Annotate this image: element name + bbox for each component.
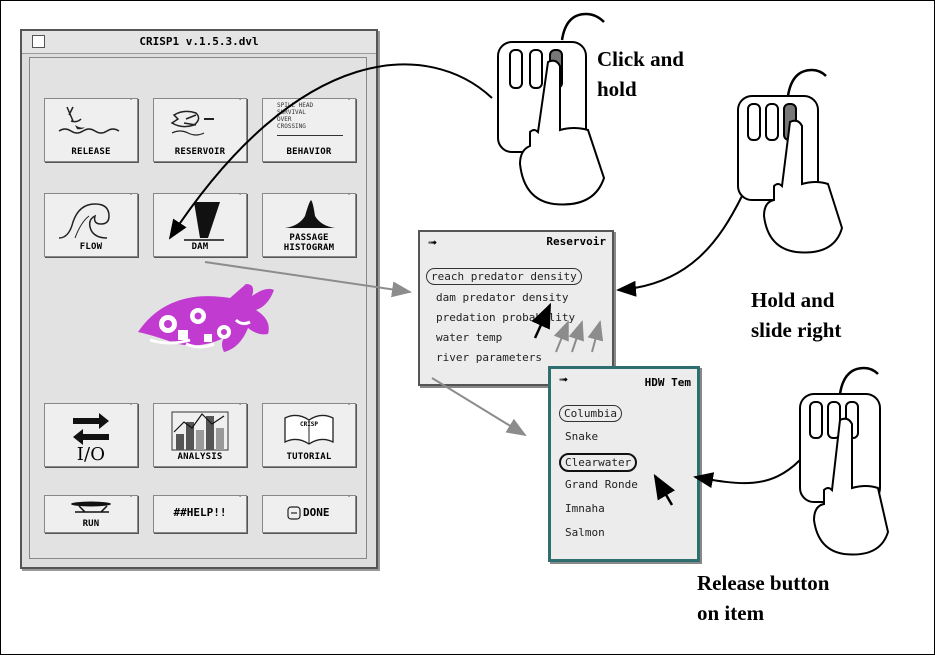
exit-icon — [287, 506, 301, 520]
arrow-menu-to-submenu — [431, 377, 527, 437]
run-label: RUN — [82, 519, 100, 529]
analysis-label: ANALYSIS — [177, 452, 223, 462]
release-button[interactable]: ˙ RELEASE — [44, 98, 138, 162]
passage-histogram-button[interactable]: ˙ PASSAGE HISTOGRAM — [262, 193, 356, 257]
io-button[interactable]: ˙ I/O — [44, 403, 138, 467]
caption-hold-and-slide: Hold and slide right — [751, 288, 842, 342]
crisp-fish-logo — [138, 284, 274, 352]
mouse-hold-slide-icon — [737, 68, 844, 254]
reservoir-button[interactable]: ˙ RESERVOIR — [153, 98, 247, 162]
window-title: CRISP1 v.1.5.3.dvl — [139, 35, 259, 48]
menu-item-imnaha[interactable]: Imnaha — [565, 502, 605, 515]
mouse-release-icon — [799, 366, 890, 556]
menu-item-dam-predator-density[interactable]: dam predator density — [436, 291, 569, 304]
tutorial-label: TUTORIAL — [286, 452, 332, 462]
dam-label: DAM — [191, 242, 209, 252]
menu-item-columbia[interactable]: Columbia — [559, 405, 622, 422]
io-label: I/O — [76, 444, 106, 465]
run-button[interactable]: ˙ RUN — [44, 495, 138, 533]
menu-item-salmon[interactable]: Salmon — [565, 526, 605, 539]
pushpin-icon[interactable]: ➟ — [428, 237, 438, 249]
menu-item-snake[interactable]: Snake — [565, 430, 599, 443]
mouse-click-icon — [497, 12, 606, 206]
flow-label: FLOW — [79, 242, 103, 252]
caption-click-and-hold: Click and hold — [597, 47, 684, 101]
dam-icon — [184, 202, 224, 241]
arrow-slide-right — [616, 195, 743, 297]
reservoir-popup-menu: ➟ Reservoir reach predator density dam p… — [418, 230, 614, 386]
release-label: RELEASE — [71, 147, 111, 157]
starship-icon — [71, 501, 111, 513]
reservoir-label: RESERVOIR — [174, 147, 226, 157]
histogram-icon — [285, 200, 335, 228]
arrow-click-to-dam — [168, 63, 493, 240]
arrow-release — [693, 459, 801, 489]
crisp-main-window: CRISP1 v.1.5.3.dvl ˙ RELEASE ˙ RESERVOIR… — [20, 29, 378, 569]
passage-histogram-label: PASSAGE HISTOGRAM — [283, 233, 335, 253]
hdw-tem-popup-menu: ➟ HDW Tem Columbia Snake Clearwater Gran… — [548, 366, 700, 562]
done-button[interactable]: ˙ DONE — [262, 495, 356, 533]
reservoir-menu-title: Reservoir — [546, 235, 606, 248]
help-label: ##HELP!! — [173, 506, 227, 519]
done-label: DONE — [303, 506, 330, 519]
menu-item-grand-ronde[interactable]: Grand Ronde — [565, 478, 638, 491]
book-icon-text: CRISP — [299, 421, 319, 428]
reservoir-icon — [170, 110, 214, 136]
release-icon — [58, 106, 120, 134]
behavior-divider — [277, 135, 343, 136]
flow-button[interactable]: ˙ FLOW — [44, 193, 138, 257]
help-hash-icon: ## — [173, 506, 187, 519]
behavior-icon-text: SPILL HEAD SURVIVAL OVER CROSSING — [277, 102, 314, 130]
menu-item-reach-predator-density[interactable]: reach predator density — [426, 268, 582, 285]
dam-button[interactable]: ˙ DAM — [153, 193, 247, 257]
analysis-button[interactable]: ˙ ANALYSIS — [153, 403, 247, 467]
analysis-chart-icon — [171, 411, 229, 451]
window-menu-button[interactable] — [32, 35, 45, 48]
caption-release-button: Release button on item — [697, 571, 830, 625]
behavior-label: BEHAVIOR — [286, 147, 332, 157]
menu-item-river-parameters[interactable]: river parameters — [436, 351, 542, 364]
menu-item-clearwater[interactable]: Clearwater — [559, 453, 638, 472]
menu-item-water-temp[interactable]: water temp — [436, 331, 503, 344]
window-titlebar[interactable]: CRISP1 v.1.5.3.dvl — [22, 31, 376, 54]
hdw-menu-title: HDW Tem — [644, 376, 691, 389]
button-panel: ˙ RELEASE ˙ RESERVOIR ˙ SPILL HEAD SURVI… — [29, 57, 367, 559]
help-button[interactable]: ˙ ##HELP!! — [153, 495, 247, 533]
swap-arrows-icon — [73, 413, 109, 445]
tutorial-button[interactable]: ˙ CRISP TUTORIAL — [262, 403, 356, 467]
behavior-button[interactable]: ˙ SPILL HEAD SURVIVAL OVER CROSSING BEHA… — [262, 98, 356, 162]
flow-wave-icon — [58, 203, 110, 239]
book-icon — [284, 414, 334, 445]
arrow-dam-to-menu — [204, 261, 412, 298]
pushpin-icon[interactable]: ➟ — [559, 374, 569, 386]
